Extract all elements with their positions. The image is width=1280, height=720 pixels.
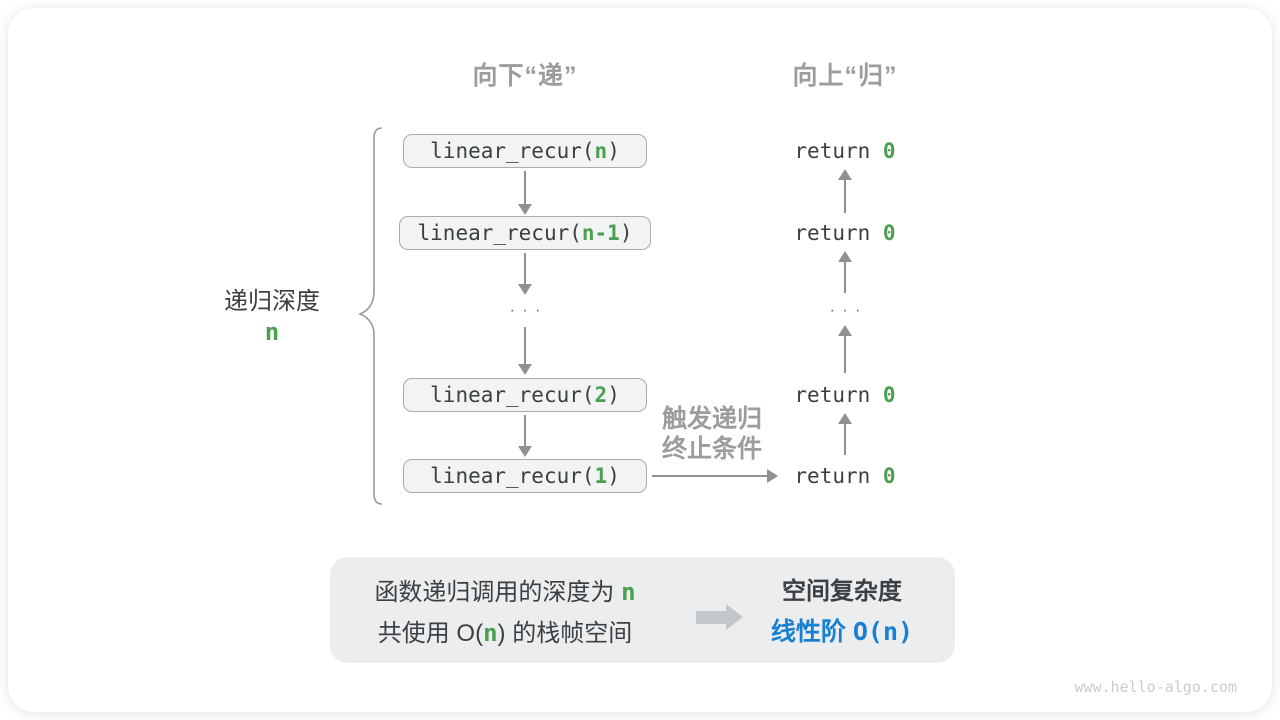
arrow-up-icon xyxy=(844,327,846,373)
site-watermark: www.hello-algo.com xyxy=(1074,678,1237,696)
arrow-up-icon xyxy=(844,253,846,293)
header-recurse-down: 向下“递” xyxy=(472,62,578,90)
ellipsis-calls: ··· xyxy=(509,300,548,319)
ellipsis-returns: ··· xyxy=(829,300,868,319)
arrow-right-icon xyxy=(652,475,776,477)
trigger-condition-label: 触发递归 终止条件 xyxy=(661,405,762,463)
summary-description: 函数递归调用的深度为 n 共使用 O(n) 的栈帧空间 xyxy=(374,578,636,647)
return-statement: return 0 xyxy=(794,383,896,407)
arrow-down-icon xyxy=(524,253,526,293)
call-box-1: linear_recur(1) xyxy=(403,459,647,493)
summary-result: 空间复杂度 线性阶 O(n) xyxy=(770,578,914,646)
implies-arrow-icon xyxy=(696,604,743,630)
complexity-summary-panel xyxy=(330,557,955,663)
call-box-n-1: linear_recur(n-1) xyxy=(399,216,651,250)
depth-value: n xyxy=(264,318,280,346)
return-statement: return 0 xyxy=(794,139,896,163)
return-statement: return 0 xyxy=(794,464,896,488)
arrow-down-icon xyxy=(524,327,526,373)
call-box-n: linear_recur(n) xyxy=(403,134,647,168)
arrow-down-icon xyxy=(524,415,526,455)
header-return-up: 向上“归” xyxy=(792,62,898,90)
arrow-up-icon xyxy=(844,171,846,213)
arrow-down-icon xyxy=(524,171,526,213)
depth-label: 递归深度 xyxy=(224,288,320,315)
arrow-up-icon xyxy=(844,415,846,455)
return-statement: return 0 xyxy=(794,221,896,245)
depth-brace xyxy=(357,127,383,505)
call-box-2: linear_recur(2) xyxy=(403,378,647,412)
